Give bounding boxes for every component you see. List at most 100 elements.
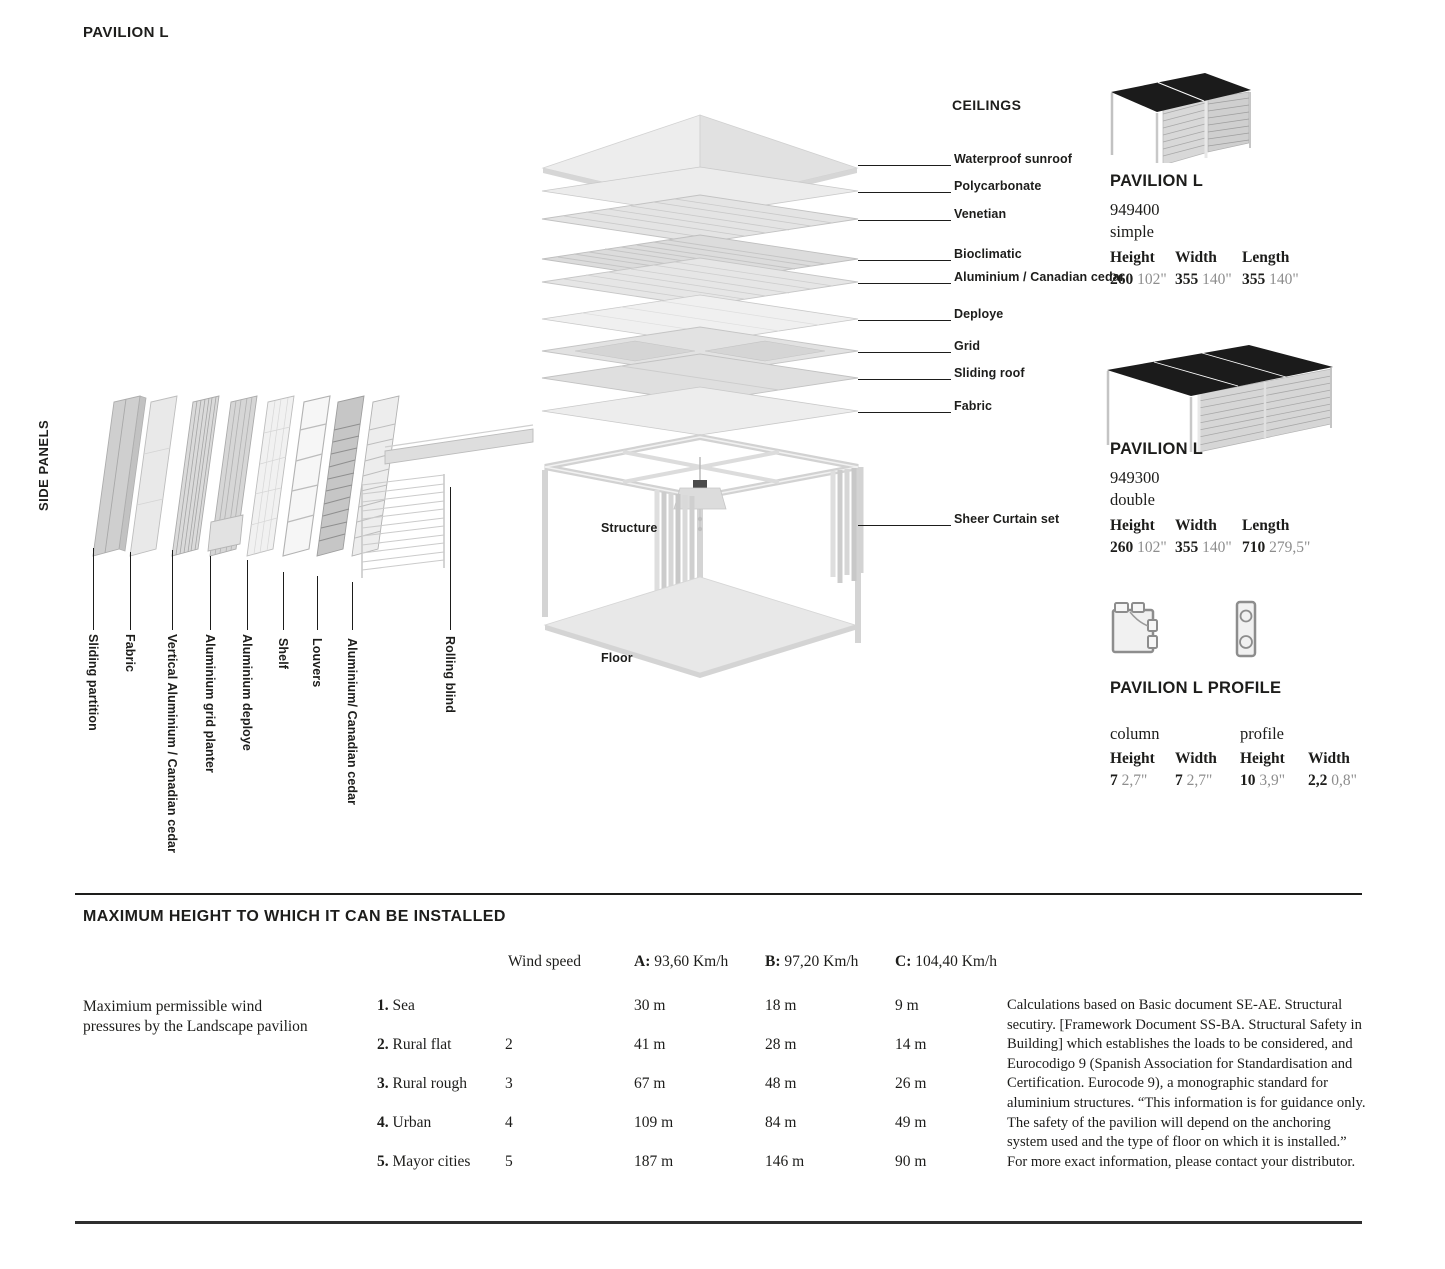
height-c-cell: 26 m [895, 1075, 927, 1092]
ceiling-layer-row: Venetian [858, 207, 1006, 221]
speed-column-header: A: 93,60 Km/h [634, 953, 728, 971]
dimension-inch: 2,7" [1186, 772, 1213, 789]
leader-line [210, 556, 212, 630]
side-panel-label: Sliding partition [86, 634, 100, 731]
ceilings-header: CEILINGS [952, 97, 1022, 113]
dimension-cm: 355 [1242, 271, 1266, 288]
leader-line [450, 487, 452, 630]
dimension: Width 355 140" [1175, 249, 1242, 289]
dimension-inch: 102" [1137, 271, 1167, 288]
dimension-cm: 10 [1240, 772, 1256, 789]
dimension: Height 10 3,9" [1240, 750, 1308, 790]
product-dimensions: Height 260 102" Width 355 140" Length 71… [1110, 517, 1342, 557]
side-panel-label: Aluminium deploye [240, 634, 254, 751]
speed-column-header: C: 104,40 Km/h [895, 953, 997, 971]
dimension-label: Height [1110, 249, 1155, 266]
leader-line [352, 582, 354, 630]
side-panel-label: Rolling blind [443, 636, 457, 713]
leader-line [130, 552, 132, 630]
column-profile-icon [1111, 602, 1158, 654]
leader-line [858, 248, 951, 261]
speed-value: 104,40 Km/h [915, 953, 998, 970]
terrain-num: 2. [377, 1036, 389, 1053]
height-b-cell: 18 m [765, 997, 797, 1014]
wind-cell: 2 [505, 1036, 513, 1053]
leader-line [858, 271, 951, 284]
speed-value: 97,20 Km/h [784, 953, 859, 970]
product-variant: double [1110, 490, 1155, 509]
terrain-num: 3. [377, 1075, 389, 1092]
dimension-label: Length [1242, 517, 1290, 534]
sheer-curtain-label: Sheer Curtain set [954, 512, 1060, 526]
bottom-rule [75, 1221, 1362, 1224]
dimension-cm: 355 [1175, 271, 1199, 288]
ceiling-layer-row: Grid [858, 339, 980, 353]
terrain-name: Rural rough [392, 1075, 467, 1092]
pavilion-double-thumbnail [1106, 345, 1333, 452]
profile-group-name: column [1110, 724, 1160, 743]
dimension-label: Width [1175, 517, 1217, 534]
dimension: Width 2,2 0,8" [1308, 750, 1388, 790]
terrain-cell: 4. Urban [377, 1114, 431, 1132]
side-panel-label: Vertical Aluminium / Canadian cedar [165, 634, 179, 854]
ceiling-layer-label: Fabric [954, 399, 993, 413]
product-title: PAVILION L [1110, 172, 1204, 190]
dimension-cm: 7 [1175, 772, 1183, 789]
terrain-name: Urban [392, 1114, 432, 1131]
note-line: Maximium permissible wind [83, 998, 263, 1015]
dimension: Length 355 140" [1242, 249, 1332, 289]
terrain-cell: 3. Rural rough [377, 1075, 467, 1093]
dimension-cm: 710 [1242, 539, 1266, 556]
height-b-cell: 84 m [765, 1114, 797, 1131]
pavilion-simple-thumbnail [1110, 73, 1251, 163]
product-title: PAVILION L [1110, 440, 1204, 458]
note-line: pressures by the Landscape pavilion [83, 1018, 308, 1035]
dimension-label: Width [1175, 750, 1217, 767]
dimension: Height 260 102" [1110, 517, 1175, 557]
height-c-cell: 9 m [895, 997, 919, 1014]
side-panel-label: Aluminium/ Canadian cedar [345, 638, 359, 806]
ceiling-layer-label: Venetian [954, 207, 1007, 221]
dimension-cm: 260 [1110, 271, 1134, 288]
dimension-label: Height [1110, 517, 1155, 534]
ceiling-layer-label: Polycarbonate [954, 179, 1042, 193]
height-b-cell: 28 m [765, 1036, 797, 1053]
leader-line [858, 340, 951, 353]
dimension-inch: 140" [1202, 539, 1232, 556]
height-a-cell: 187 m [634, 1153, 674, 1170]
pavilion-exploded-drawing [541, 114, 864, 678]
sheer-curtain-row: Sheer Curtain set [858, 512, 1059, 526]
ceiling-layer-label: Grid [954, 339, 981, 353]
terrain-name: Sea [392, 997, 415, 1014]
leader-line [317, 576, 319, 630]
product-variant: simple [1110, 222, 1154, 241]
height-a-cell: 67 m [634, 1075, 666, 1092]
leader-line [247, 560, 249, 630]
dimension-label: Height [1110, 750, 1155, 767]
side-panel-label: Shelf [276, 638, 290, 670]
dimension: Width 355 140" [1175, 517, 1242, 557]
side-panels-exploded-drawing [92, 395, 534, 578]
speed-key: B: [765, 953, 781, 970]
side-panel-label: Aluminium grid planter [203, 634, 217, 774]
profile-section-title: PAVILION L PROFILE [1110, 679, 1282, 697]
column-dimensions: Height 7 2,7" Width 7 2,7" [1110, 750, 1240, 790]
ceiling-layer-row: Aluminium / Canadian cedar [858, 270, 1125, 284]
leader-line [858, 153, 951, 166]
dimension-cm: 260 [1110, 539, 1134, 556]
ceiling-layer-label: Deploye [954, 307, 1004, 321]
ceiling-layer-row: Bioclimatic [858, 247, 1022, 261]
dimension-label: Width [1175, 249, 1217, 266]
product-dimensions: Height 260 102" Width 355 140" Length 35… [1110, 249, 1332, 289]
dimension: Height 260 102" [1110, 249, 1175, 289]
leader-line [172, 550, 174, 630]
wind-speed-header: Wind speed [508, 953, 581, 970]
beam-profile-dimensions: Height 10 3,9" Width 2,2 0,8" [1240, 750, 1388, 790]
terrain-name: Mayor cities [392, 1153, 471, 1170]
dimension-cm: 355 [1175, 539, 1199, 556]
product-code: 949400 [1110, 200, 1160, 219]
height-c-cell: 90 m [895, 1153, 927, 1170]
dimension-cm: 7 [1110, 772, 1118, 789]
dimension: Width 7 2,7" [1175, 750, 1240, 790]
